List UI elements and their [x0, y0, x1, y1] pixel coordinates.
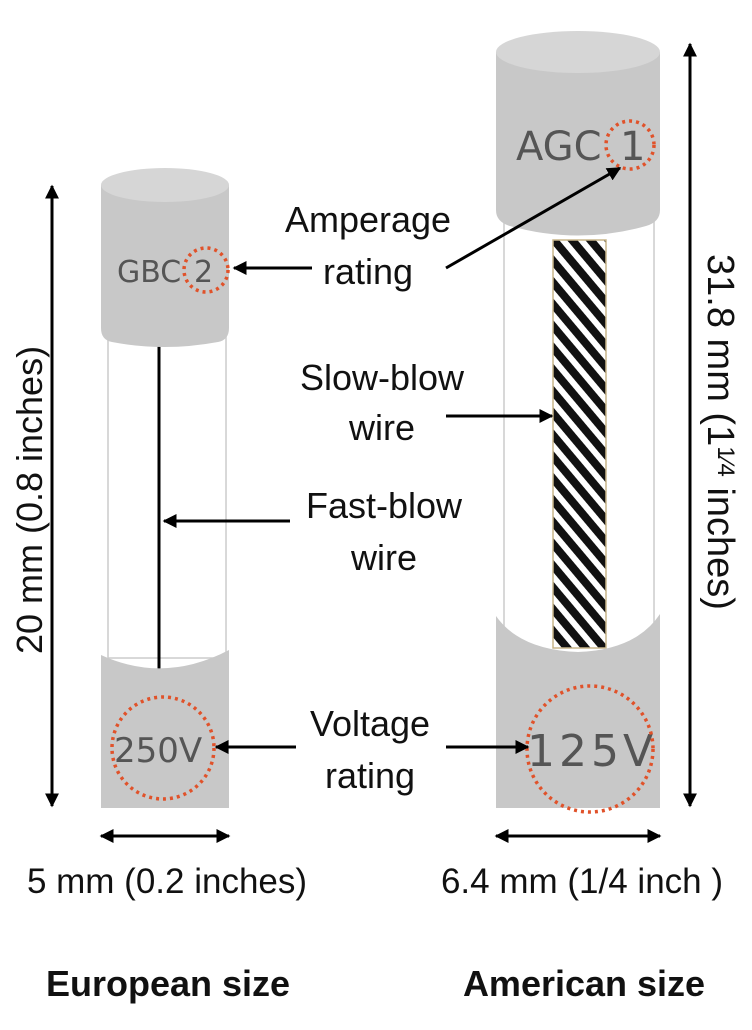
- amperage-callout: Amperage rating: [232, 166, 622, 292]
- american-fuse: AGC 1 125V: [496, 31, 660, 814]
- voltage-label-line1: Voltage: [310, 703, 430, 744]
- slow-blow-wire: [552, 239, 607, 649]
- american-amp-marker: [604, 119, 656, 171]
- slow-blow-label-line1: Slow-blow: [300, 357, 465, 398]
- european-bottom-cap: [101, 650, 229, 808]
- voltage-label-line2: rating: [325, 755, 415, 796]
- european-top-cap-face: [101, 168, 229, 202]
- american-height-label: 31.8 mm (11⁄4 inches): [699, 254, 741, 610]
- american-height-main: 31.8 mm (1: [699, 254, 741, 446]
- fast-blow-label-line1: Fast-blow: [306, 485, 463, 526]
- european-width-label: 5 mm (0.2 inches): [27, 862, 307, 901]
- american-bottom-cap: [496, 614, 660, 808]
- amperage-label-line2: rating: [323, 251, 413, 292]
- american-height-frac: 1⁄4: [712, 446, 739, 477]
- american-voltage: 125V: [527, 726, 657, 777]
- fast-blow-label-line2: wire: [350, 537, 417, 578]
- european-height-label: 20 mm (0.8 inches): [9, 346, 50, 654]
- slow-blow-callout: Slow-blow wire: [300, 357, 554, 448]
- european-glass-tube: [107, 317, 227, 659]
- european-top-cap: [101, 185, 229, 347]
- american-width-label: 6.4 mm (1/4 inch ): [441, 862, 723, 901]
- amperage-arrow-to-american: [445, 166, 622, 270]
- voltage-callout: Voltage rating: [214, 703, 530, 796]
- american-top-code: AGC: [516, 124, 602, 170]
- american-height-tail: inches): [699, 477, 741, 610]
- european-top-code: GBC: [117, 255, 181, 290]
- amperage-label-line1: Amperage: [285, 199, 451, 240]
- european-voltage: 250V: [114, 731, 202, 771]
- fast-blow-callout: Fast-blow wire: [162, 485, 463, 578]
- european-caption: European size: [46, 963, 290, 1004]
- american-amp-value: 1: [620, 124, 645, 170]
- european-amp-marker: [182, 246, 230, 294]
- european-amp-value: 2: [194, 255, 213, 290]
- american-caption: American size: [463, 963, 705, 1004]
- american-top-cap-face: [496, 31, 660, 73]
- european-voltage-marker: [110, 695, 216, 801]
- american-top-cap: [496, 52, 660, 236]
- european-fuse: GBC 2 250V: [101, 168, 230, 808]
- slow-blow-label-line2: wire: [348, 407, 415, 448]
